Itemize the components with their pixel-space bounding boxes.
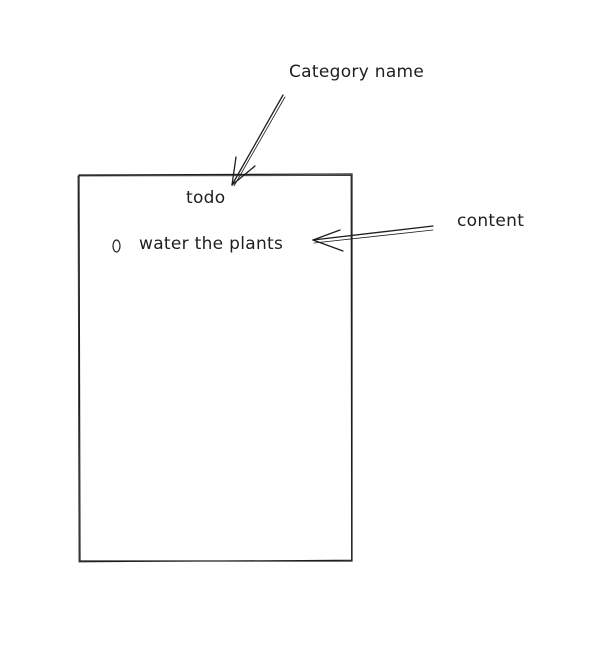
content-annotation: content — [457, 211, 525, 231]
category-title: todo — [186, 188, 226, 208]
task-item-text[interactable]: water the plants — [139, 234, 284, 254]
circle-outline-icon[interactable] — [112, 239, 121, 253]
todo-card-outline — [77, 173, 353, 563]
category-arrow — [231, 94, 286, 187]
category-name-annotation: Category name — [289, 62, 425, 82]
content-arrow — [312, 225, 434, 252]
